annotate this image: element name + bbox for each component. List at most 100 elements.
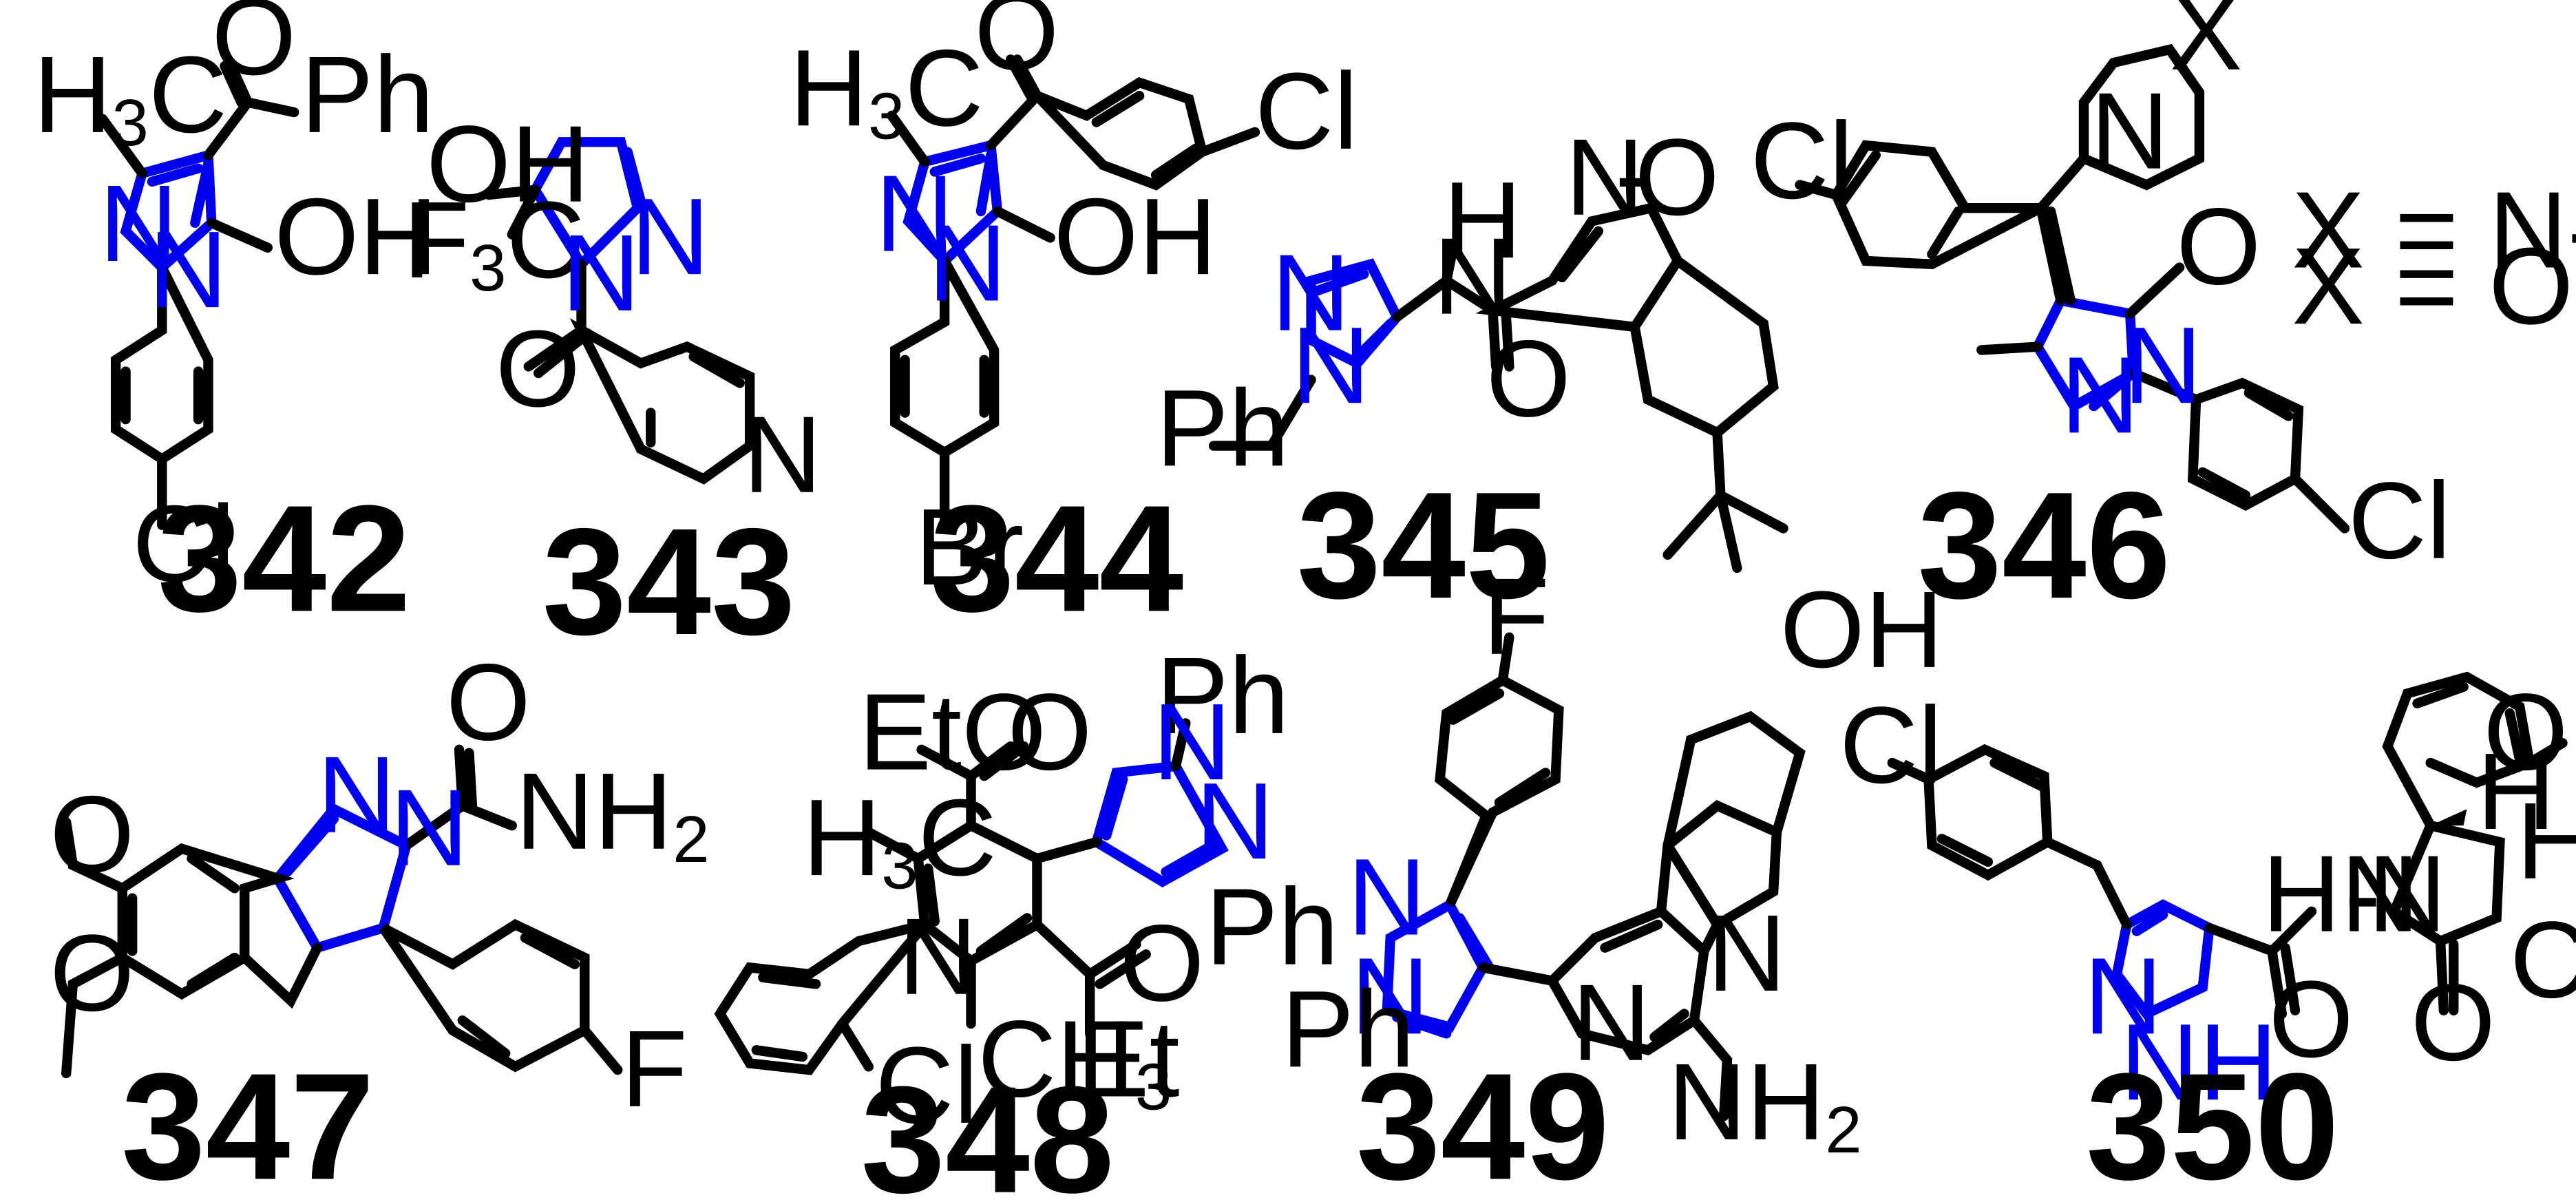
svg-text:O: O [1119,902,1204,1024]
svg-text:N: N [743,394,822,516]
svg-text:Cl: Cl [1255,50,1358,172]
svg-text:N: N [1433,215,1512,337]
svg-text:N: N [149,209,227,330]
svg-text:H3C: H3C [33,34,227,160]
legend-x-definitions: X = N-CH3 X = O [2292,169,2576,348]
svg-text:-: - [2345,833,2381,955]
svg-text:N: N [317,734,396,856]
svg-text:NH: NH [2120,1001,2278,1123]
svg-text:O: O [50,912,134,1034]
svg-text:N: N [2060,334,2139,456]
pyrazoline-ring-343 [529,137,646,273]
compound-344: H3C O Cl OH N N Br 344 [790,0,1358,643]
svg-text:EtO: EtO [858,671,1046,793]
svg-text:H: H [1443,159,1521,281]
svg-text:N: N [1196,760,1274,882]
svg-text:N: N [2091,70,2169,192]
compound-345: H N O N - O N N Ph 345 [1156,113,1788,630]
compound-346: N X Cl O N N Cl 346 [1751,0,2451,630]
bonds-342 [97,61,299,530]
svg-text:H: H [2516,780,2576,902]
pyrazoline-ring-347 [271,803,412,954]
svg-text:Ph: Ph [1156,367,1289,489]
svg-text:H3C: H3C [803,777,997,903]
legend-line-1: X = N-CH3 [2292,169,2576,295]
svg-text:Ph: Ph [1156,635,1289,757]
svg-text:Ph: Ph [301,34,434,156]
compound-347: O O O NH2 N N F 347 [50,641,709,1202]
bonds-347 [61,744,623,1079]
svg-text:N: N [1271,232,1350,354]
svg-text:-: - [1615,113,1651,235]
svg-text:OH: OH [2483,671,2576,793]
svg-text:CH3: CH3 [978,998,1172,1124]
svg-text:HN: HN [2262,833,2420,955]
bonds-348 [714,718,1191,1075]
svg-text:O: O [974,0,1059,93]
compound-342: H3C O Ph OH N N Cl 342 [33,0,438,643]
compound-label-342: 342 [158,473,411,643]
svg-text:O: O [1486,317,1571,439]
svg-text:N: N [390,767,468,889]
wedge-bond-350 [2430,809,2467,826]
svg-text:N: N [1572,962,1651,1084]
svg-text:OH: OH [1053,176,1216,297]
compound-label-347: 347 [121,1041,374,1202]
svg-text:Et: Et [1077,998,1180,1120]
svg-text:O: O [211,0,296,98]
svg-text:Cl: Cl [1751,100,1853,222]
compound-label-346: 346 [1917,460,2171,630]
compound-label-350: 350 [2086,1041,2339,1202]
svg-text:Cl: Cl [875,1024,978,1146]
compound-label-348: 348 [861,1055,1114,1202]
svg-text:F: F [621,1008,688,1130]
svg-text:N: N [1347,836,1426,958]
svg-text:N: N [1565,116,1644,238]
svg-text:O: O [50,773,134,895]
bonds-349 [1435,632,1806,1121]
svg-text:O: O [1635,116,1720,238]
svg-text:F: F [1483,556,1550,677]
svg-text:NH2: NH2 [1668,1041,1862,1167]
compound-350: Cl N NH O HN - N H H Cl O OH 350 [1839,671,2576,1202]
svg-text:OH: OH [1780,569,1943,690]
compound-label-349: 349 [1356,1041,1609,1202]
pyrazole-ring-342 [120,149,217,275]
bonds-350 [1887,671,2568,1019]
pyrazole-ring-349 [1382,898,1495,1039]
svg-text:N: N [99,162,178,284]
svg-text:N: N [631,176,709,297]
svg-text:H3C: H3C [790,27,984,153]
svg-text:OH: OH [426,103,589,225]
pyrazole-ring-348 [1090,761,1229,888]
compound-label-343: 343 [542,496,796,666]
svg-text:Cl: Cl [1839,684,1942,806]
svg-text:N: N [1291,304,1370,426]
svg-text:N: N [928,202,1006,324]
compound-label-345: 345 [1297,460,1550,630]
svg-text:Cl: Cl [2510,899,2576,1021]
bonds-346 [1795,43,2350,534]
svg-text:OH: OH [274,176,437,297]
svg-text:N: N [2084,935,2162,1057]
svg-text:Ph: Ph [1205,866,1339,988]
svg-text:O: O [2411,962,2495,1084]
compound-348: EtO O H3C N CH3 O Et Cl Ph N N Ph 348 [714,635,1339,1202]
legend-line-2: X = O [2292,225,2573,347]
svg-text:X: X [2170,0,2243,93]
pyrazole-ring-350 [2111,899,2215,1020]
pyrazole-ring-344 [902,139,1003,268]
compound-349: F OH N N Ph N N NH2 349 [1281,556,1943,1202]
svg-text:O: O [1007,671,1092,793]
svg-text:O: O [2176,186,2261,308]
svg-text:F3C: F3C [403,179,584,305]
svg-text:N: N [562,212,640,334]
svg-text:Cl: Cl [132,483,235,604]
svg-text:N: N [1351,935,1429,1057]
pyrazole-ring-345 [1306,258,1403,370]
svg-text:Br: Br [915,486,1024,608]
svg-text:N: N [1707,892,1786,1014]
bonds-345 [1208,202,1788,573]
svg-text:N: N [898,896,977,1018]
